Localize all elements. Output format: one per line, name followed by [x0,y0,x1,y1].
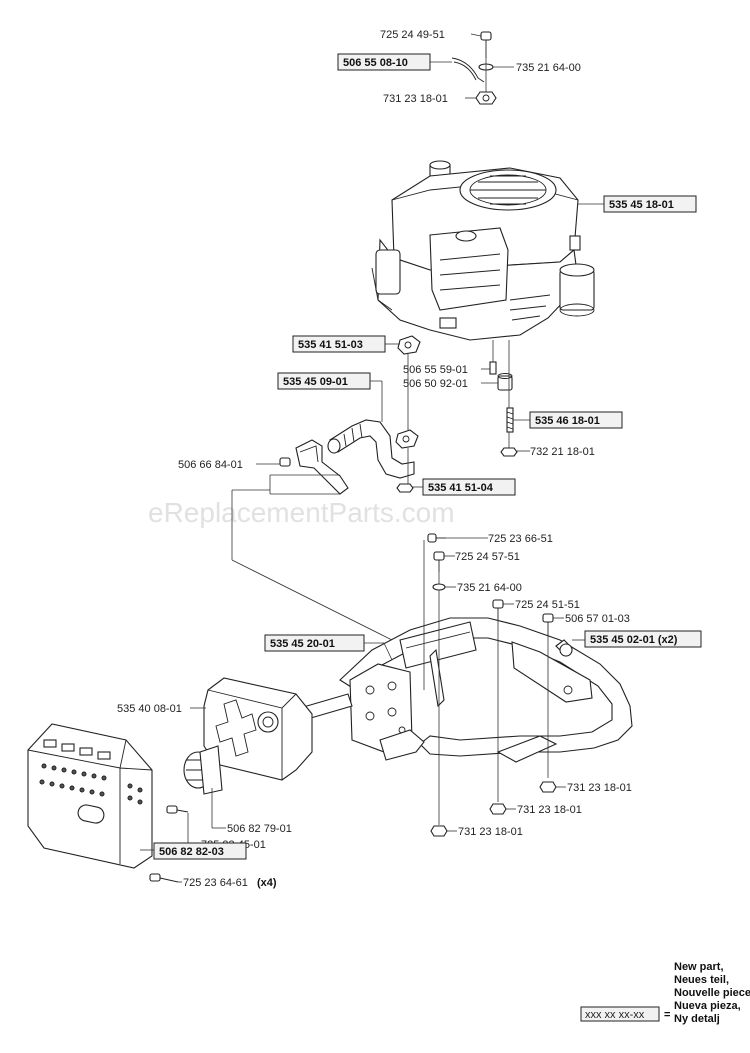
spacer-506-50-92-01 [497,373,513,391]
callout-725-23-66-51: 725 23 66-51 [488,533,553,545]
callout-box-535-45-09-01 [277,372,371,390]
callout-735-21-64-00-top: 735 21 64-00 [516,62,581,74]
cap-506-82-79-01 [183,745,223,795]
callout-506-55-59-01: 506 55 59-01 [403,364,468,376]
callout-506-82-82-03: 506 82 82-03 [159,846,224,858]
legend-line-1: New part, [674,961,724,973]
legend-line-4: Nueva pieza, [674,1000,741,1012]
legend: xxx xx xx-xx = New part, Neues teil, Nou… [580,961,750,1025]
callout-506-82-79-01: 506 82 79-01 [227,823,292,835]
exhaust-pipe-535-45-09-01 [327,419,415,479]
callout-506-57-01-03: 506 57 01-03 [565,613,630,625]
callout-box-535-45-02-01 [584,630,702,648]
callout-box-506-55-08-10 [337,53,431,71]
gasket-535-41-51-04 [395,429,419,449]
bolt-725-23-66-51 [427,533,446,543]
nut-731-23-18-01-b [489,803,507,815]
callout-506-66-84-01: 506 66 84-01 [178,459,243,471]
legend-line-3: Nouvelle piece, [674,987,750,999]
bolt-506-57-01-03 [542,613,554,636]
callout-731-23-18-01-a: 731 23 18-01 [567,782,632,794]
callout-506-50-92-01: 506 50 92-01 [403,378,468,390]
legend-sample: xxx xx xx-xx [585,1009,645,1021]
nut-732-21-18-01 [500,447,518,457]
callout-731-23-18-01-top: 731 23 18-01 [383,93,448,105]
muffler-guard-506-82-82-03 [27,723,153,869]
callout-box-535-46-18-01 [529,411,623,429]
callout-box-535-45-20-01 [264,634,365,652]
callout-box-535-45-18-01 [603,195,697,213]
callout-731-23-18-01-c: 731 23 18-01 [458,826,523,838]
callout-535-45-18-01: 535 45 18-01 [609,199,674,211]
bolt-725-24-57-51 [433,551,445,572]
callout-725-24-49-51: 725 24 49-51 [380,29,445,41]
callout-535-45-09-01: 535 45 09-01 [283,376,348,388]
callouts: 725 24 49-51 506 55 08-10 735 21 64-00 7… [117,29,702,889]
clamp-506-66-84-01 [279,439,349,495]
nut-731-23-18-01 [475,91,497,105]
screw-725-23-64-61 [149,873,179,883]
callout-725-23-64-61-qty: (x4) [257,877,277,889]
callout-735-21-64-00: 735 21 64-00 [457,582,522,594]
callout-box-535-41-51-04 [422,478,516,496]
callout-box-535-41-51-03 [292,335,386,353]
callout-535-46-18-01: 535 46 18-01 [535,415,600,427]
gasket-535-41-51-03 [397,335,421,355]
callout-725-24-51-51: 725 24 51-51 [515,599,580,611]
callout-725-23-64-61: 725 23 64-61 [183,877,248,889]
pin-506-55-59-01 [489,361,497,375]
nut-731-23-18-01-a [539,781,557,793]
muffler-535-40-08-01 [203,677,313,781]
callout-535-45-20-01: 535 45 20-01 [270,638,335,650]
washer-735-21-64-00 [432,583,446,591]
watermark: eReplacementParts.com [148,497,455,528]
engine-535-45-18-01 [371,160,595,341]
callout-535-41-51-04: 535 41 51-04 [428,482,494,494]
legend-sample-box [580,1006,660,1022]
callout-box-506-82-82-03 [153,842,247,860]
callout-725-24-57-51: 725 24 57-51 [455,551,520,563]
stud-535-46-18-01 [506,407,514,433]
frame-535-45-20-01 [299,617,633,763]
bolt-725-24-51-51 [492,599,504,620]
callout-535-40-08-01: 535 40 08-01 [117,703,182,715]
legend-equals: = [664,1009,670,1021]
screw-725-23-45-01 [166,805,189,814]
bushing-535-45-02-01 [559,643,573,657]
legend-line-5: Ny detalj [674,1013,720,1025]
callout-732-21-18-01: 732 21 18-01 [530,446,595,458]
wire-506-55-08-10 [451,57,485,83]
bolt-725-24-49-51 [480,31,492,58]
nut-small [396,483,414,493]
callout-731-23-18-01-b: 731 23 18-01 [517,804,582,816]
callout-535-41-51-03: 535 41 51-03 [298,339,363,351]
nut-731-23-18-01-c [430,825,448,837]
top-hardware-group [430,31,514,105]
callout-535-45-02-01: 535 45 02-01 (x2) [590,634,678,646]
legend-line-2: Neues teil, [674,974,729,986]
callout-506-55-08-10: 506 55 08-10 [343,57,408,69]
